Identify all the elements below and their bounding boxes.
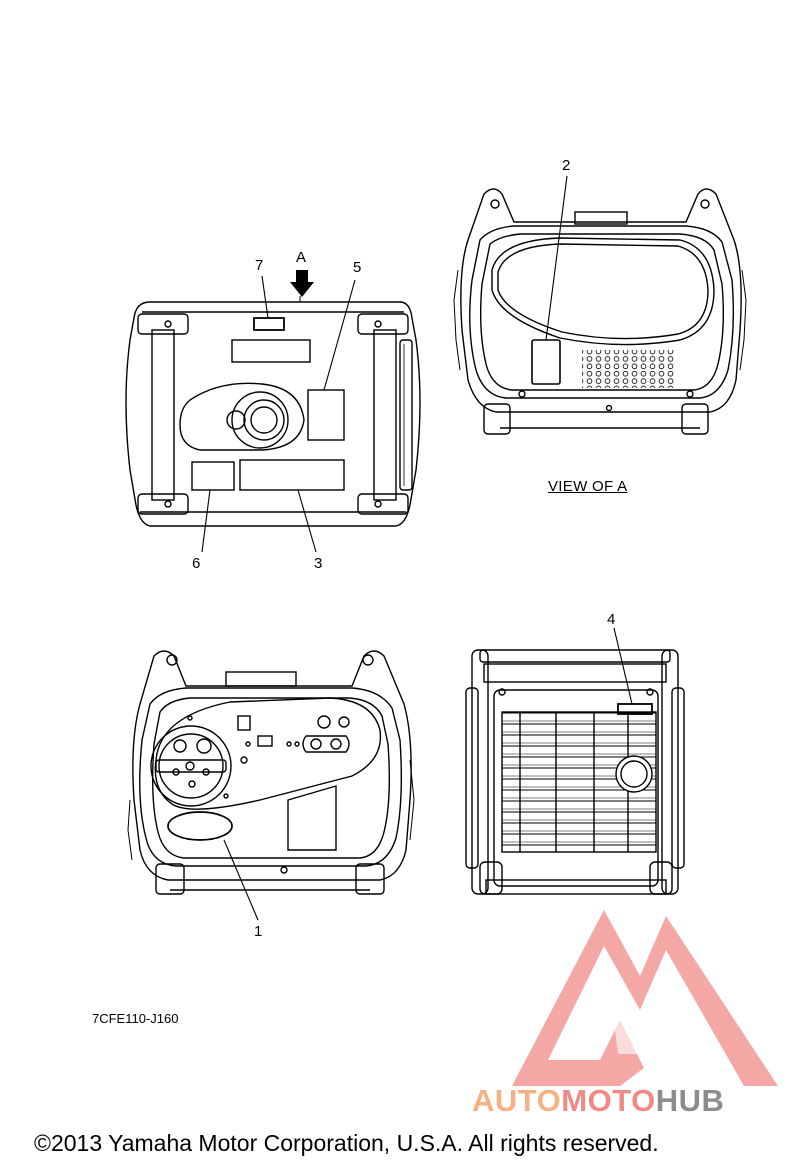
callout-6: 6: [192, 555, 201, 572]
view-of-a-label: VIEW OF A: [548, 478, 628, 495]
callout-4: 4: [607, 611, 616, 628]
leader-line-2: [545, 175, 568, 341]
view-of-a-drawing: [453, 188, 747, 435]
callout-7: 7: [255, 257, 264, 274]
top-view-drawing: [125, 296, 421, 527]
callout-a: A: [296, 249, 307, 266]
copyright-text: ©2013 Yamaha Motor Corporation, U.S.A. A…: [34, 1130, 659, 1156]
diagram-code: 7CFE110-J160: [92, 1011, 179, 1026]
watermark-part1: AUTO: [472, 1083, 562, 1118]
arrow-a: [290, 270, 314, 297]
watermark-text: AUTOMOTOHUB: [472, 1084, 724, 1118]
callout-1: 1: [254, 923, 263, 940]
watermark-part2: MOTO: [561, 1083, 656, 1118]
watermark-logo: [512, 910, 778, 1086]
leader-line-1: [223, 839, 259, 921]
watermark-part3: HUB: [655, 1083, 725, 1118]
callout-3: 3: [314, 555, 323, 572]
leader-line-4: [613, 627, 633, 705]
leader-lines-top: [201, 275, 356, 553]
rear-view-drawing: [465, 649, 685, 895]
callout-2: 2: [562, 157, 571, 174]
panel-side-view-drawing: [127, 650, 415, 895]
callout-5: 5: [353, 259, 362, 276]
